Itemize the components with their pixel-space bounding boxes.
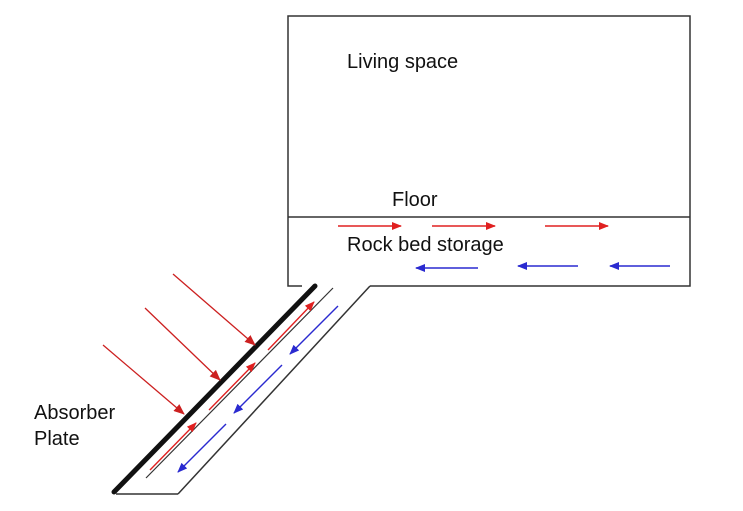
house-outline (287, 15, 691, 287)
sun-ray-3 (102, 344, 185, 415)
collector-warm-arrow-3 (267, 301, 315, 351)
absorber-plate-label-line2: Plate (34, 428, 80, 450)
absorber-plate (111, 283, 318, 495)
absorber-plate-label-line1: Absorber (34, 402, 116, 424)
collector-cool-arrow-2 (233, 364, 283, 414)
rock-bed-storage-label: Rock bed storage (347, 234, 504, 256)
sun-ray-1 (172, 273, 256, 346)
collector-warm-arrow-2 (208, 362, 256, 411)
collector-cool-arrow-3 (177, 423, 227, 473)
floor-label: Floor (392, 189, 438, 211)
duct-outer-wall (177, 285, 371, 495)
living-space-label: Living space (347, 51, 459, 73)
collector-cool-arrow-1 (289, 305, 339, 355)
collector-warm-arrow-1 (149, 422, 197, 471)
sun-ray-2 (144, 307, 221, 381)
duct-inner-wall (145, 287, 334, 479)
